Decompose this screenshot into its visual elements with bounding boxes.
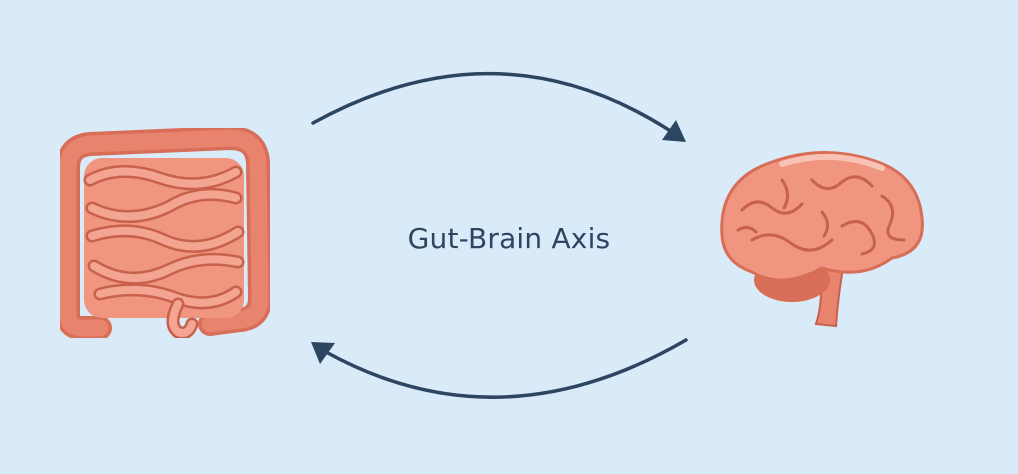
brain-icon bbox=[720, 150, 924, 328]
arrowhead-gut-to-brain bbox=[662, 120, 686, 142]
arrow-gut-to-brain bbox=[311, 72, 674, 134]
diagram-title: Gut-Brain Axis bbox=[407, 222, 611, 255]
arrowhead-brain-to-gut bbox=[311, 342, 335, 364]
arrow-brain-to-gut bbox=[324, 338, 688, 399]
intestines-icon bbox=[60, 128, 270, 338]
